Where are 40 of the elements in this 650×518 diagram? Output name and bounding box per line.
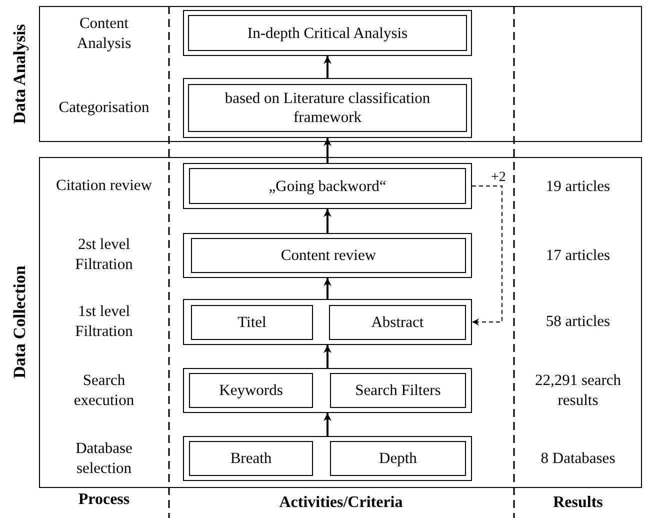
- process-step-label: Categorisation: [58, 98, 150, 118]
- arrow: [324, 413, 332, 436]
- stage-frame: [183, 78, 472, 138]
- result-text: 58 articles: [544, 312, 612, 332]
- process-step-label: Search execution: [72, 371, 136, 411]
- stage-frame: [183, 299, 472, 345]
- column-header: Results: [552, 493, 604, 513]
- arrow: [324, 56, 332, 78]
- activity-box: Content review: [191, 238, 466, 273]
- activity-box: Search Filters: [330, 373, 466, 408]
- phase-heading: Data Collection: [10, 266, 30, 378]
- process-step-label: Citation review: [55, 176, 153, 196]
- stage-frame: [183, 233, 472, 278]
- activity-box: Abstract: [329, 305, 466, 340]
- arrow: [324, 278, 332, 299]
- arrow: [324, 138, 332, 163]
- activity-box: based on Literature classification framework: [188, 84, 467, 132]
- result-text: 22,291 search results: [534, 371, 622, 411]
- stage-frame: [183, 436, 472, 481]
- result-text: 17 articles: [544, 246, 612, 266]
- process-step-label: Database selection: [74, 439, 134, 479]
- activity-box: Breath: [189, 441, 313, 476]
- activity-box: „Going backword“: [189, 168, 466, 204]
- arrow: [472, 186, 502, 326]
- activity-box: Keywords: [189, 373, 313, 408]
- activity-box: In-depth Critical Analysis: [188, 15, 467, 51]
- process-step-label: 2st level Filtration: [74, 235, 134, 275]
- phase-heading: Data Analysis: [10, 24, 30, 124]
- arrow: [324, 209, 332, 233]
- result-text: 19 articles: [544, 177, 612, 197]
- column-header: Activities/Criteria: [278, 493, 404, 513]
- activity-box: Depth: [330, 441, 466, 476]
- stage-frame: [183, 368, 472, 413]
- process-step-label: Content Analysis: [76, 14, 132, 54]
- arrow: [324, 345, 332, 368]
- activity-box: Titel: [191, 305, 313, 340]
- process-step-label: 1st level Filtration: [74, 302, 134, 342]
- result-text: 8 Databases: [540, 449, 616, 469]
- column-header: Process: [77, 490, 131, 510]
- stage-frame: [183, 163, 472, 209]
